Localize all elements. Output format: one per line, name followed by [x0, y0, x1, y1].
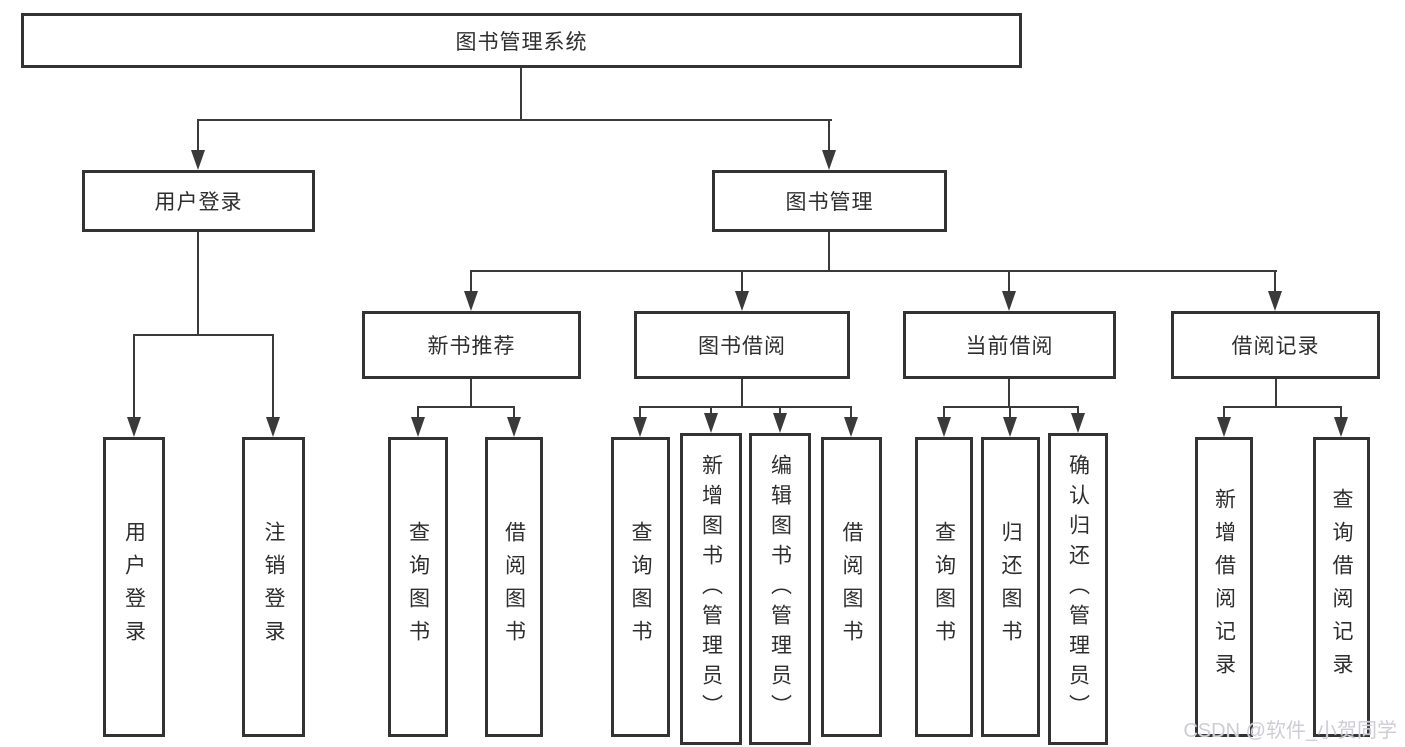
connector-line — [943, 406, 945, 417]
arrowhead-down-icon — [127, 417, 141, 437]
connector-line — [828, 119, 830, 152]
leaf-user-login-label: 用户登录 — [122, 521, 146, 653]
arrowhead-down-icon — [704, 413, 718, 433]
connector-line — [1340, 406, 1342, 417]
leaf-query-books-current: 查询图书 — [915, 437, 973, 737]
leaf-confirm-return-admin-label: 确认归还（管理员） — [1066, 454, 1090, 724]
leaf-borrow-books-recommend: 借阅图书 — [485, 437, 543, 737]
leaf-edit-books-admin: 编辑图书（管理员） — [749, 433, 811, 745]
leaf-query-books-borrowing: 查询图书 — [611, 437, 670, 737]
connector-line — [197, 232, 199, 336]
connector-line — [197, 119, 199, 152]
arrowhead-down-icon — [507, 417, 521, 437]
node-book-borrowing-label: 图书借阅 — [698, 335, 786, 358]
leaf-query-books-borrowing-label: 查询图书 — [629, 521, 652, 653]
arrowhead-down-icon — [1071, 413, 1085, 433]
leaf-return-books: 归还图书 — [981, 437, 1040, 737]
connector-line — [417, 406, 419, 417]
leaf-add-borrow-record-label: 新增借阅记录 — [1212, 488, 1236, 686]
connector-line — [741, 379, 743, 408]
connector-line — [1008, 270, 1010, 291]
connector-line — [779, 406, 781, 413]
leaf-borrow-books-recommend-label: 借阅图书 — [502, 521, 526, 653]
arrowhead-down-icon — [1217, 417, 1231, 437]
leaf-user-login: 用户登录 — [103, 437, 165, 737]
connector-line — [639, 406, 852, 408]
node-book-management: 图书管理 — [712, 170, 947, 232]
connector-line — [710, 406, 712, 413]
leaf-edit-books-admin-label: 编辑图书（管理员） — [768, 454, 792, 724]
leaf-query-borrow-record: 查询借阅记录 — [1313, 437, 1370, 737]
connector-line — [850, 406, 852, 417]
leaf-add-borrow-record: 新增借阅记录 — [1195, 437, 1253, 737]
connector-line — [943, 406, 1079, 408]
leaf-logout: 注销登录 — [242, 437, 305, 737]
arrowhead-down-icon — [1268, 291, 1282, 311]
arrowhead-down-icon — [844, 417, 858, 437]
node-book-management-label: 图书管理 — [785, 191, 874, 214]
connector-line — [1223, 406, 1342, 408]
leaf-add-books-admin-label: 新增图书（管理员） — [699, 454, 723, 724]
leaf-confirm-return-admin: 确认归还（管理员） — [1048, 433, 1108, 745]
connector-line — [417, 406, 515, 408]
arrowhead-down-icon — [1002, 291, 1016, 311]
leaf-borrow-books: 借阅图书 — [821, 437, 882, 737]
arrowhead-down-icon — [633, 417, 647, 437]
connector-line — [1077, 406, 1079, 413]
connector-line — [133, 334, 274, 336]
leaf-query-borrow-record-label: 查询借阅记录 — [1330, 488, 1353, 686]
arrowhead-down-icon — [937, 417, 951, 437]
node-root: 图书管理系统 — [21, 13, 1022, 68]
connector-line — [513, 406, 515, 417]
arrowhead-down-icon — [1003, 417, 1017, 437]
arrowhead-down-icon — [822, 150, 836, 170]
connector-line — [133, 334, 135, 417]
leaf-query-books-current-label: 查询图书 — [932, 521, 956, 653]
node-current-borrowing-label: 当前借阅 — [965, 335, 1054, 358]
leaf-return-books-label: 归还图书 — [999, 521, 1022, 653]
leaf-query-books-recommend: 查询图书 — [388, 437, 448, 737]
connector-line — [1008, 379, 1010, 408]
connector-line — [1009, 406, 1011, 417]
arrowhead-down-icon — [464, 291, 478, 311]
node-current-borrowing: 当前借阅 — [903, 311, 1116, 379]
connector-line — [470, 270, 1277, 272]
connector-line — [470, 379, 472, 408]
connector-line — [272, 334, 274, 417]
connector-line — [1275, 379, 1277, 408]
node-new-book-recommend: 新书推荐 — [362, 311, 581, 379]
connector-line — [197, 119, 832, 121]
connector-line — [1223, 406, 1225, 417]
arrowhead-down-icon — [773, 413, 787, 433]
arrowhead-down-icon — [191, 150, 205, 170]
csdn-watermark: CSDN @软件_小贺同学 — [1183, 720, 1397, 742]
connector-line — [828, 232, 830, 272]
node-borrowing-records: 借阅记录 — [1171, 311, 1380, 379]
arrowhead-down-icon — [411, 417, 425, 437]
connector-line — [470, 270, 472, 291]
leaf-query-books-recommend-label: 查询图书 — [406, 521, 430, 653]
leaf-borrow-books-label: 借阅图书 — [840, 521, 863, 653]
node-borrowing-records-label: 借阅记录 — [1231, 335, 1320, 358]
connector-line — [639, 406, 641, 417]
connector-line — [1274, 270, 1276, 291]
leaf-add-books-admin: 新增图书（管理员） — [680, 433, 742, 745]
arrowhead-down-icon — [1334, 417, 1348, 437]
arrowhead-down-icon — [735, 291, 749, 311]
connector-line — [520, 68, 522, 120]
leaf-logout-label: 注销登录 — [262, 521, 285, 653]
node-book-borrowing: 图书借阅 — [634, 311, 850, 379]
connector-line — [741, 270, 743, 291]
node-user-login: 用户登录 — [82, 170, 315, 232]
arrowhead-down-icon — [266, 417, 280, 437]
node-root-label: 图书管理系统 — [455, 30, 588, 54]
node-new-book-recommend-label: 新书推荐 — [427, 335, 516, 358]
node-user-login-label: 用户登录 — [154, 191, 243, 214]
